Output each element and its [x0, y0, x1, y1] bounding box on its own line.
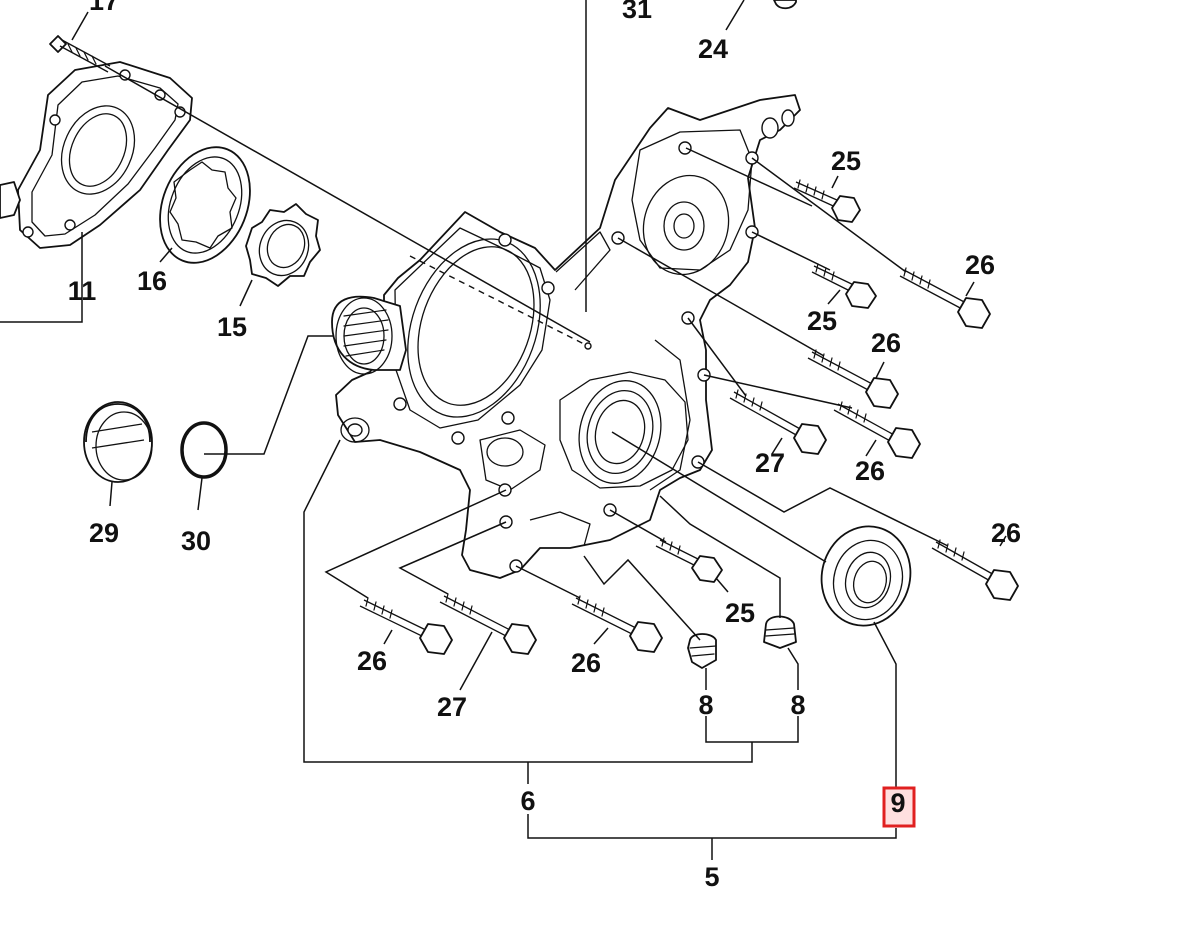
ring-gear-16	[159, 146, 251, 264]
part-24-fragment	[773, 0, 797, 10]
screw-17	[49, 35, 111, 73]
label-26-lower-left: 26	[357, 646, 387, 676]
plug-29	[83, 401, 153, 483]
label-26-far-right: 26	[991, 518, 1021, 548]
part-labels: 17 31 24 11 16 15 29 30 25 26 25 26 27 2…	[68, 0, 1021, 892]
label-30: 30	[181, 526, 211, 556]
bolt-26-lower-left	[359, 597, 453, 655]
bolt-25-top	[793, 179, 861, 223]
label-6: 6	[520, 786, 535, 816]
gasket-plate	[0, 61, 193, 249]
label-27-right: 27	[755, 448, 785, 478]
plug-8-right	[763, 615, 797, 649]
leader-lines	[0, 0, 1007, 860]
bolt-26-far-right	[931, 539, 1019, 601]
label-29: 29	[89, 518, 119, 548]
label-26-lower-right: 26	[855, 456, 885, 486]
label-8-right: 8	[790, 690, 805, 720]
label-15: 15	[217, 312, 247, 342]
gear-15	[245, 203, 321, 287]
bolt-27-right	[729, 389, 827, 455]
label-26-top-right: 26	[965, 250, 995, 280]
bolt-25-lower	[655, 537, 723, 583]
label-8-left: 8	[698, 690, 713, 720]
label-26-lower-mid: 26	[571, 648, 601, 678]
label-16: 16	[137, 266, 167, 296]
label-11: 11	[68, 276, 97, 306]
bolt-26-mid-right	[807, 349, 899, 409]
label-27-lower: 27	[437, 692, 467, 722]
oil-seal-9	[820, 525, 912, 627]
label-17: 17	[89, 0, 119, 16]
label-9: 9	[890, 788, 905, 818]
label-24: 24	[698, 34, 728, 64]
label-26-mid-right: 26	[871, 328, 901, 358]
plug-8-left	[687, 633, 717, 669]
label-25-mid: 25	[807, 306, 837, 336]
bolt-26-lower-right	[833, 401, 921, 459]
bolt-25-mid	[811, 263, 877, 309]
label-25-lower: 25	[725, 598, 755, 628]
highlight-box-9	[882, 786, 916, 828]
label-25-top: 25	[831, 146, 861, 176]
label-31: 31	[622, 0, 652, 24]
o-ring-30	[180, 421, 228, 479]
label-5: 5	[704, 862, 719, 892]
bolt-27-lower	[439, 593, 537, 655]
bolt-26-lower-mid	[571, 595, 663, 653]
